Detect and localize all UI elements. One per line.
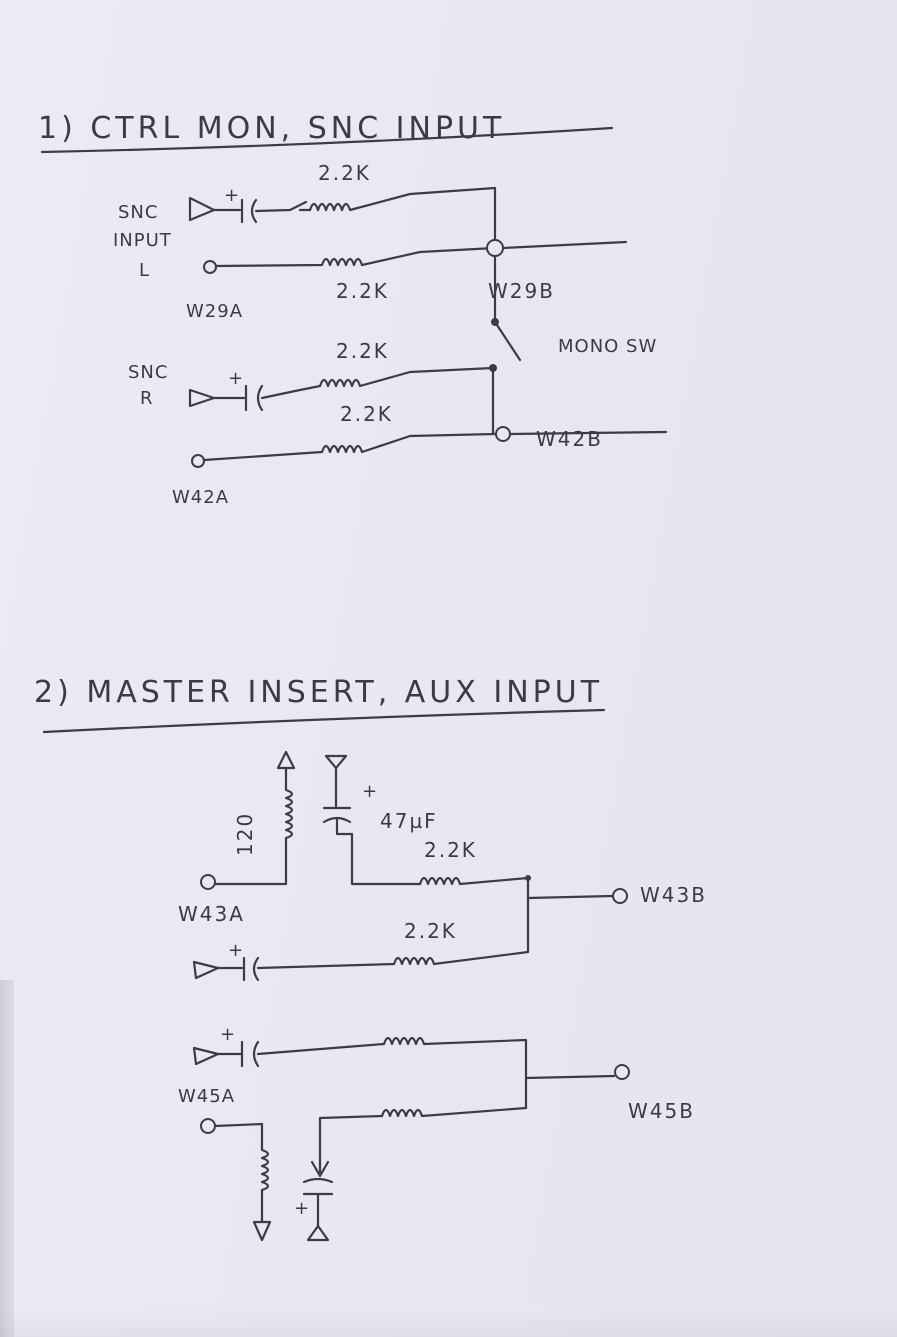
capacitor-47uf xyxy=(322,766,422,886)
arrow-down-icon xyxy=(252,1220,272,1242)
w43a-label: W43A xyxy=(178,902,245,926)
capacitor-symbol xyxy=(244,384,264,412)
resistor-d xyxy=(318,1106,528,1132)
resistor-120 xyxy=(214,766,294,886)
background-shadow xyxy=(0,1307,897,1337)
cap-plus-sign: + xyxy=(294,1198,310,1219)
section-1-heading: 1) CTRL MON, SNC INPUT xyxy=(38,111,505,146)
resistor-right-2 xyxy=(202,432,497,462)
resistor-left xyxy=(214,246,497,268)
jack-left xyxy=(203,260,217,274)
wire xyxy=(524,1074,616,1080)
cap-plus-sign: + xyxy=(228,940,244,961)
w43b-label: W43B xyxy=(640,883,707,907)
output-wire-w42b xyxy=(508,430,668,436)
section-2-heading: 2) MASTER INSERT, AUX INPUT xyxy=(34,675,603,710)
source-triangle-icon xyxy=(306,1224,330,1242)
node-w42b xyxy=(495,426,511,442)
resistor-top-label: 2.2K xyxy=(318,161,371,185)
resistor-a xyxy=(418,876,530,886)
cap-47uf-label: 47µF xyxy=(380,809,438,833)
jack-w43b xyxy=(612,888,628,904)
resistor-vertical xyxy=(213,1122,270,1224)
cap-plus-sign: + xyxy=(362,781,378,802)
snc-r-label: SNC xyxy=(128,362,168,383)
capacitor-symbol xyxy=(302,1177,334,1228)
right-channel-label: R xyxy=(140,388,154,409)
resistor-r2-label: 2.2K xyxy=(340,402,393,426)
w42a-label: W42A xyxy=(172,487,229,508)
signal-source-icon xyxy=(192,960,244,980)
node-w29b xyxy=(486,239,504,257)
w29a-label: W29A xyxy=(186,301,243,322)
resistor-120-label: 120 xyxy=(233,812,257,856)
snc-input-label: SNC xyxy=(118,202,158,223)
signal-source-icon xyxy=(192,1046,244,1066)
jack-right xyxy=(191,454,205,468)
signal-source-icon xyxy=(188,196,242,222)
resistor-b xyxy=(256,950,530,970)
resistor-b-label: 2.2K xyxy=(404,919,457,943)
w45a-label: W45A xyxy=(178,1086,235,1107)
jack-w43a xyxy=(200,874,216,890)
jack-w45a xyxy=(200,1118,216,1134)
output-wire-w29b xyxy=(501,240,628,250)
jack-w45b xyxy=(614,1064,630,1080)
resistor-left-label: 2.2K xyxy=(336,279,389,303)
arrow-down-icon xyxy=(310,1128,330,1178)
input-label: INPUT xyxy=(113,230,172,251)
section-2-underline xyxy=(42,708,606,734)
wire xyxy=(526,876,614,954)
wire xyxy=(260,384,322,400)
signal-source-icon xyxy=(188,388,246,408)
cap-plus-sign: + xyxy=(224,185,240,206)
resistor-c xyxy=(256,1036,528,1110)
w42b-label: W42B xyxy=(536,427,603,451)
capacitor-symbol xyxy=(240,1040,260,1068)
section-1-underline xyxy=(40,126,614,154)
wire xyxy=(254,200,312,213)
resistor-a-label: 2.2K xyxy=(424,838,477,862)
cap-plus-sign: + xyxy=(228,368,244,389)
resistor-right-1 xyxy=(318,366,495,436)
cap-plus-sign: + xyxy=(220,1024,236,1045)
paper-edge xyxy=(0,980,14,1337)
w29b-label: W29B xyxy=(488,279,555,303)
capacitor-symbol xyxy=(242,956,260,982)
arrow-up-icon xyxy=(276,750,296,770)
source-triangle-icon xyxy=(324,754,348,770)
mono-switch-label: MONO SW xyxy=(558,336,657,357)
mono-switch-lever xyxy=(493,320,522,362)
w45b-label: W45B xyxy=(628,1099,695,1123)
section-1: 1) CTRL MON, SNC INPUT SNC INPUT L W29A … xyxy=(38,111,668,508)
resistor-r1-label: 2.2K xyxy=(336,339,389,363)
left-channel-label: L xyxy=(139,260,150,281)
section-2: 2) MASTER INSERT, AUX INPUT 120 W43A + 4… xyxy=(34,675,707,1242)
capacitor-symbol xyxy=(240,198,258,224)
resistor-top xyxy=(308,186,497,250)
